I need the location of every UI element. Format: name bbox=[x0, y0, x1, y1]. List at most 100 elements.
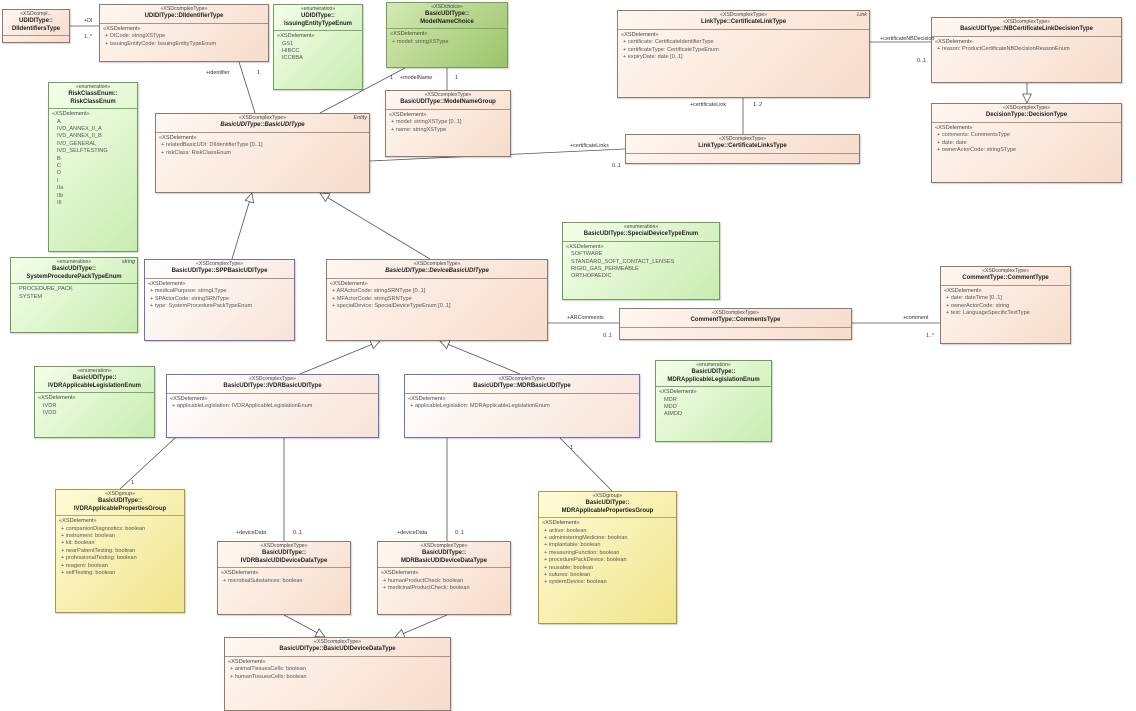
class-header: «XSDcomplexType»CommentType::CommentsTyp… bbox=[620, 309, 851, 328]
class-box-decision[interactable]: «XSDcomplexType»DecisionType::DecisionTy… bbox=[931, 103, 1122, 183]
class-attribute: + ownerActorCode: string bbox=[946, 302, 1010, 309]
class-attribute: + nearPatientTesting: boolean bbox=[61, 547, 136, 554]
class-box-device[interactable]: «XSDcomplexType»BasicUDIType::DeviceBasi… bbox=[326, 259, 548, 341]
generalization-arrowhead bbox=[314, 628, 326, 638]
class-header: «enumeration»BasicUDIType:: IVDRApplicab… bbox=[35, 367, 154, 394]
class-stereotype: «XSDcomplexType» bbox=[413, 261, 461, 267]
class-name: CommentType::CommentType bbox=[962, 275, 1049, 282]
relation-label: 0..1 bbox=[603, 333, 612, 339]
class-attribute: + medicinalProductCheck: boolean bbox=[383, 585, 470, 592]
class-box-ivdrbasic[interactable]: «XSDcomplexType»BasicUDIType::IVDRBasicU… bbox=[166, 374, 379, 438]
enum-literal: IIa bbox=[57, 185, 64, 192]
relation-label: 1 bbox=[131, 480, 134, 486]
class-name: BasicUDIType::BasicUDIDeviceDataType bbox=[279, 646, 396, 653]
class-header: «enumeration»BasicUDIType:: MDRApplicabl… bbox=[656, 361, 771, 388]
generalization-arrowhead bbox=[369, 339, 381, 350]
class-header: «XSDcomplexType»BasicUDIType::BasicUDITy… bbox=[156, 114, 369, 133]
relation-label: 1 bbox=[257, 70, 260, 76]
class-section: «XSDelement»+ reason: ProductCertificate… bbox=[932, 37, 1121, 56]
enum-literal: IVD_GENERAL bbox=[57, 140, 97, 147]
class-attribute: + humanProductCheck: boolean bbox=[383, 577, 464, 584]
relation-label: +DI bbox=[84, 18, 93, 24]
class-box-diident[interactable]: «XSDcomplexType»UDIDIType::DIIdentifierT… bbox=[99, 4, 269, 62]
association-line bbox=[559, 437, 613, 492]
enum-literal: STANDARD_SOFT_CONTACT_LENSES bbox=[571, 258, 675, 265]
class-attribute: + animalTissuesCells: boolean bbox=[230, 666, 306, 673]
class-stereotype: «XSDgroup» bbox=[105, 491, 135, 497]
class-box-modelgroup[interactable]: «XSDcomplexType»BasicUDIType::ModelNameG… bbox=[385, 90, 511, 157]
class-attribute: + applicableLegislation: MDRApplicableLe… bbox=[410, 403, 550, 410]
class-attribute: + DICode: stringXSType bbox=[105, 33, 166, 40]
class-box-did[interactable]: «XSDcompl...UDIDIType:: DIIdentifiersTyp… bbox=[2, 9, 70, 43]
class-name: BasicUDIType::MDRBasicUDIType bbox=[473, 383, 571, 390]
class-section: «XSDelement»+ medicalPurpose: stringLTyp… bbox=[145, 279, 294, 313]
class-name: BasicUDIType::SPPBasicUDIType bbox=[171, 268, 268, 275]
class-section: «XSDelement»+ relatedBasicUDI: DIIdentif… bbox=[156, 133, 369, 159]
class-header: «XSDcomplexType»UDIDIType::DIIdentifierT… bbox=[100, 5, 268, 24]
class-box-mdrbasic[interactable]: «XSDcomplexType»BasicUDIType::MDRBasicUD… bbox=[404, 374, 640, 438]
class-name: LinkType::CertificateLinkType bbox=[700, 19, 787, 26]
class-attribute: + measuringFunction: boolean bbox=[544, 549, 620, 556]
enum-literal: AIMDD bbox=[664, 411, 683, 418]
class-attribute: + implantable: boolean bbox=[544, 542, 601, 549]
class-box-special[interactable]: «enumeration»BasicUDIType::SpecialDevice… bbox=[562, 222, 720, 300]
section-stereotype: «XSDelement» bbox=[159, 134, 197, 141]
class-section: «XSDelement»+ model: stringXSType [0..1]… bbox=[386, 110, 510, 136]
class-section: «XSDelement»+ microbialSubstances: boole… bbox=[218, 568, 350, 587]
class-name: BasicUDIType::IVDRBasicUDIType bbox=[223, 383, 322, 390]
association-line bbox=[319, 67, 406, 114]
class-header: «XSDcomplexType»BasicUDIType::DeviceBasi… bbox=[327, 260, 547, 279]
class-attribute: + model: stringXSType [0..1] bbox=[391, 119, 462, 126]
class-header: «XSDcomplexType»BasicUDIType::IVDRBasicU… bbox=[167, 375, 378, 394]
class-stereotype: «XSDcomplexType» bbox=[420, 543, 468, 549]
section-stereotype: «XSDelement» bbox=[566, 243, 604, 250]
class-box-modelchoice[interactable]: «XSDchoice»BasicUDIType:: ModelNameChoic… bbox=[386, 2, 508, 68]
class-stereotype: «XSDcomplexType» bbox=[982, 268, 1029, 274]
class-stereotype: «XSDcomplexType» bbox=[498, 376, 546, 382]
class-name: UDIDIType:: IssuingEntityTypeEnum bbox=[284, 13, 352, 27]
class-box-linktype[interactable]: Link«XSDcomplexType»LinkType::Certificat… bbox=[617, 10, 870, 98]
class-header: «XSDcomplexType»BasicUDIType::ModelNameG… bbox=[386, 91, 510, 110]
class-box-nbcert[interactable]: «XSDcomplexType»BasicUDIType::NBCertific… bbox=[931, 17, 1122, 83]
class-box-issuing[interactable]: «enumeration»UDIDIType:: IssuingEntityTy… bbox=[273, 4, 363, 90]
class-box-linkstype[interactable]: «XSDcomplexType»LinkType::CertificateLin… bbox=[625, 134, 860, 164]
class-box-riskclass[interactable]: «enumeration»RiskClassEnum:: RiskClassEn… bbox=[48, 82, 138, 252]
class-attribute: + applicableLegislation: IVDRApplicableL… bbox=[172, 403, 313, 410]
generalization-arrowhead bbox=[319, 192, 331, 203]
class-section: «XSDelement»+ model: stringXSType bbox=[387, 29, 507, 48]
class-box-comments[interactable]: «XSDcomplexType»CommentType::CommentsTyp… bbox=[619, 308, 852, 340]
class-attribute: + companionDiagnostics: boolean bbox=[61, 525, 146, 532]
class-header: «XSDcomplexType»BasicUDIType:: IVDRBasic… bbox=[218, 542, 350, 569]
class-name: BasicUDIType:: MDRApplicableLegislationE… bbox=[667, 369, 760, 383]
class-attribute: + active: boolean bbox=[544, 527, 587, 534]
enum-literal: MDR bbox=[664, 396, 677, 403]
section-stereotype: «XSDelement» bbox=[228, 658, 266, 665]
class-box-ivdrdata[interactable]: «XSDcomplexType»BasicUDIType:: IVDRBasic… bbox=[217, 541, 351, 615]
generalization-line bbox=[319, 192, 431, 260]
class-note: string bbox=[121, 259, 135, 265]
class-stereotype: «enumeration» bbox=[77, 368, 112, 374]
generalization-line bbox=[439, 340, 521, 375]
class-box-sysproc[interactable]: string«enumeration»BasicUDIType:: System… bbox=[10, 257, 138, 333]
class-stereotype: «enumeration» bbox=[56, 259, 92, 265]
class-stereotype: «XSDcomplexType» bbox=[424, 92, 472, 98]
class-box-mdrdata[interactable]: «XSDcomplexType»BasicUDIType:: MDRBasicU… bbox=[377, 541, 511, 615]
class-name: BasicUDIType::DeviceBasicUDIType bbox=[385, 268, 489, 275]
section-stereotype: «XSDelement» bbox=[38, 395, 76, 402]
class-box-devicedata[interactable]: «XSDcomplexType»BasicUDIType::BasicUDIDe… bbox=[224, 637, 451, 711]
enum-literal: IVD_ANNEX_II_B bbox=[57, 133, 102, 140]
class-header: «XSDchoice»BasicUDIType:: ModelNameChoic… bbox=[387, 3, 507, 30]
class-stereotype: «XSDcomplexType» bbox=[239, 115, 286, 121]
class-box-ivdrgroup[interactable]: «XSDgroup»BasicUDIType:: IVDRApplicableP… bbox=[55, 489, 185, 613]
class-stereotype: «enumeration» bbox=[75, 84, 111, 90]
class-box-ivdrleg[interactable]: «enumeration»BasicUDIType:: IVDRApplicab… bbox=[34, 366, 155, 438]
class-box-mdrleg[interactable]: «enumeration»BasicUDIType:: MDRApplicabl… bbox=[655, 360, 772, 442]
class-attribute: + riskClass: RiskClassEnum bbox=[161, 149, 232, 156]
class-box-comment[interactable]: «XSDcomplexType»CommentType::CommentType… bbox=[940, 266, 1071, 344]
class-box-spp[interactable]: «XSDcomplexType»BasicUDIType::SPPBasicUD… bbox=[144, 259, 295, 341]
relation-label: +ARComments bbox=[567, 315, 604, 321]
class-box-mdrgroup[interactable]: «XSDgroup»BasicUDIType:: MDRApplicablePr… bbox=[538, 491, 677, 624]
class-name: BasicUDIType:: MDRApplicablePropertiesGr… bbox=[561, 500, 654, 514]
class-box-basicudi[interactable]: Entity«XSDcomplexType»BasicUDIType::Basi… bbox=[155, 113, 370, 193]
